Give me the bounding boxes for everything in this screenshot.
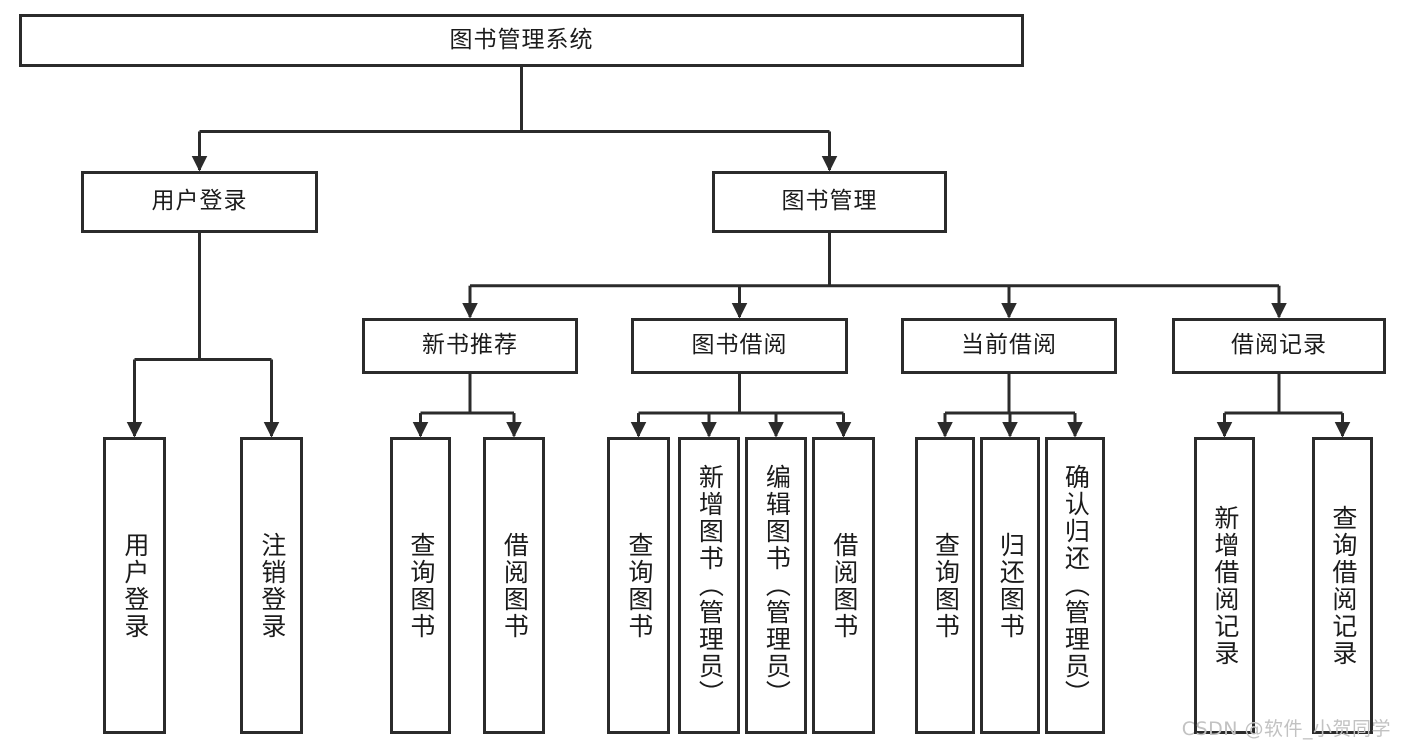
node-label: 借阅记录 — [1231, 332, 1327, 359]
node-label: 用户登录 — [151, 188, 248, 215]
node-label: 新增图书（管理员） — [695, 464, 725, 707]
node-leaf-borrow-book-borrowing[interactable]: 借阅图书 — [812, 437, 875, 734]
node-current-borrowing[interactable]: 当前借阅 — [901, 318, 1117, 374]
watermark: CSDN @软件_小贺同学 — [1181, 718, 1391, 740]
node-leaf-query-book-borrowing[interactable]: 查询图书 — [607, 437, 670, 734]
node-label: 图书借阅 — [691, 332, 788, 359]
node-leaf-add-borrowing-record[interactable]: 新增借阅记录 — [1194, 437, 1255, 734]
node-label: 新书推荐 — [422, 332, 518, 359]
node-leaf-borrow-book-recommendation[interactable]: 借阅图书 — [483, 437, 545, 734]
node-label: 图书管理 — [781, 188, 878, 215]
node-label: 归还图书 — [996, 531, 1026, 640]
node-leaf-query-book-recommendation[interactable]: 查询图书 — [390, 437, 451, 734]
node-label: 借阅图书 — [829, 531, 859, 640]
node-book-management[interactable]: 图书管理 — [712, 171, 947, 233]
node-label: 注销登录 — [257, 531, 287, 640]
node-label: 借阅图书 — [500, 531, 530, 640]
node-borrowing-records[interactable]: 借阅记录 — [1172, 318, 1386, 374]
node-label: 当前借阅 — [961, 332, 1057, 359]
node-leaf-query-borrowing-record[interactable]: 查询借阅记录 — [1312, 437, 1373, 734]
node-label: 查询图书 — [931, 531, 961, 640]
node-label: 查询图书 — [624, 531, 654, 640]
node-leaf-query-book-current[interactable]: 查询图书 — [915, 437, 975, 734]
node-leaf-confirm-return[interactable]: 确认归还（管理员） — [1045, 437, 1105, 734]
node-label: 查询借阅记录 — [1328, 504, 1358, 667]
node-leaf-user-login[interactable]: 用户登录 — [103, 437, 166, 734]
node-label: 图书管理系统 — [449, 26, 594, 53]
node-new-book-recommendation[interactable]: 新书推荐 — [362, 318, 578, 374]
node-label: 用户登录 — [120, 531, 150, 640]
node-label: 确认归还（管理员） — [1061, 464, 1091, 707]
node-label: 编辑图书（管理员） — [762, 464, 792, 707]
node-user-login[interactable]: 用户登录 — [81, 171, 318, 233]
node-book-borrowing[interactable]: 图书借阅 — [631, 318, 848, 374]
node-leaf-edit-book[interactable]: 编辑图书（管理员） — [745, 437, 807, 734]
node-label: 新增借阅记录 — [1210, 504, 1240, 667]
node-root[interactable]: 图书管理系统 — [19, 14, 1024, 67]
node-leaf-add-book[interactable]: 新增图书（管理员） — [678, 437, 740, 734]
node-leaf-user-logout[interactable]: 注销登录 — [240, 437, 303, 734]
node-label: 查询图书 — [406, 531, 436, 640]
node-leaf-return-book[interactable]: 归还图书 — [980, 437, 1040, 734]
